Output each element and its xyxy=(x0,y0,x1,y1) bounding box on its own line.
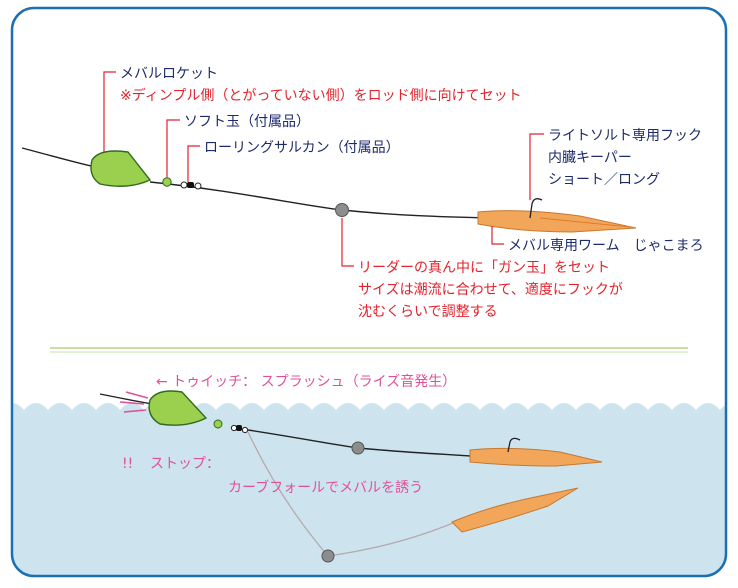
worm-icon xyxy=(477,210,637,233)
soft-ball-icon xyxy=(162,177,172,187)
stop-label: ストップ： xyxy=(150,456,220,472)
twitch-label: ← トゥイッチ： スプラッシュ（ライズ音発生） xyxy=(156,373,456,390)
swivel-ring-1 xyxy=(180,181,188,189)
split-shot-callout xyxy=(341,218,354,267)
bottom-split-shot-icon xyxy=(351,441,365,455)
hook-icon xyxy=(529,198,543,219)
bottom-rig: ← トゥイッチ： スプラッシュ（ライズ音発生） !! ストップ： カーブフォール… xyxy=(99,373,603,563)
bottom-hook-icon xyxy=(507,437,521,453)
split-shot-label-3: 沈むくらいで調整する xyxy=(358,304,498,320)
worm-label: メバル専用ワーム じゃこまろ xyxy=(508,238,704,254)
main-line xyxy=(21,147,101,169)
hook-label-2: 内臓キーパー xyxy=(548,150,632,166)
fall-worm-icon xyxy=(451,487,579,533)
bottom-swivel-ring-2 xyxy=(241,426,249,434)
soft-ball-callout xyxy=(166,119,180,178)
float-note-label: ※ディンプル側（とがっていない側）をロッド側に向けてセット xyxy=(120,87,522,104)
splash-icon xyxy=(119,391,149,413)
fall-label: カーブフォールでメバルを誘う xyxy=(228,479,423,496)
bottom-worm-icon xyxy=(469,447,603,467)
soft-ball-label: ソフト玉（付属品） xyxy=(184,114,310,130)
swivel-ring-2 xyxy=(194,182,202,190)
hook-label-1: ライトソルト専用フック xyxy=(548,128,702,144)
swivel-callout xyxy=(187,145,200,182)
hook-callout xyxy=(529,133,544,200)
bottom-swivel-icon xyxy=(236,425,242,431)
fall-split-shot-icon xyxy=(321,549,335,563)
float-name-label: メバルロケット xyxy=(120,66,218,82)
top-rig: メバルロケット ※ディンプル側（とがっていない側）をロッド側に向けてセット ソフ… xyxy=(21,66,704,320)
hook-label-3: ショート／ロング xyxy=(548,172,660,188)
frame-border xyxy=(10,6,728,578)
bottom-float-icon xyxy=(148,390,208,426)
float-callout xyxy=(103,71,116,152)
split-shot-icon xyxy=(335,203,349,217)
split-shot-label-1: リーダーの真ん中に「ガン玉」をセット xyxy=(358,260,610,276)
swivel-icon xyxy=(187,182,194,188)
worm-stripe xyxy=(539,217,631,228)
float-icon xyxy=(90,150,152,187)
bottom-swivel-ring-1 xyxy=(230,424,238,432)
worm-callout xyxy=(491,226,504,245)
split-shot-label-2: サイズは潮流に合わせて、適度にフックが xyxy=(358,281,623,298)
swivel-label: ローリングサルカン（付属品） xyxy=(204,140,400,156)
bottom-soft-ball-icon xyxy=(213,419,223,429)
stop-mark: !! xyxy=(122,456,133,472)
